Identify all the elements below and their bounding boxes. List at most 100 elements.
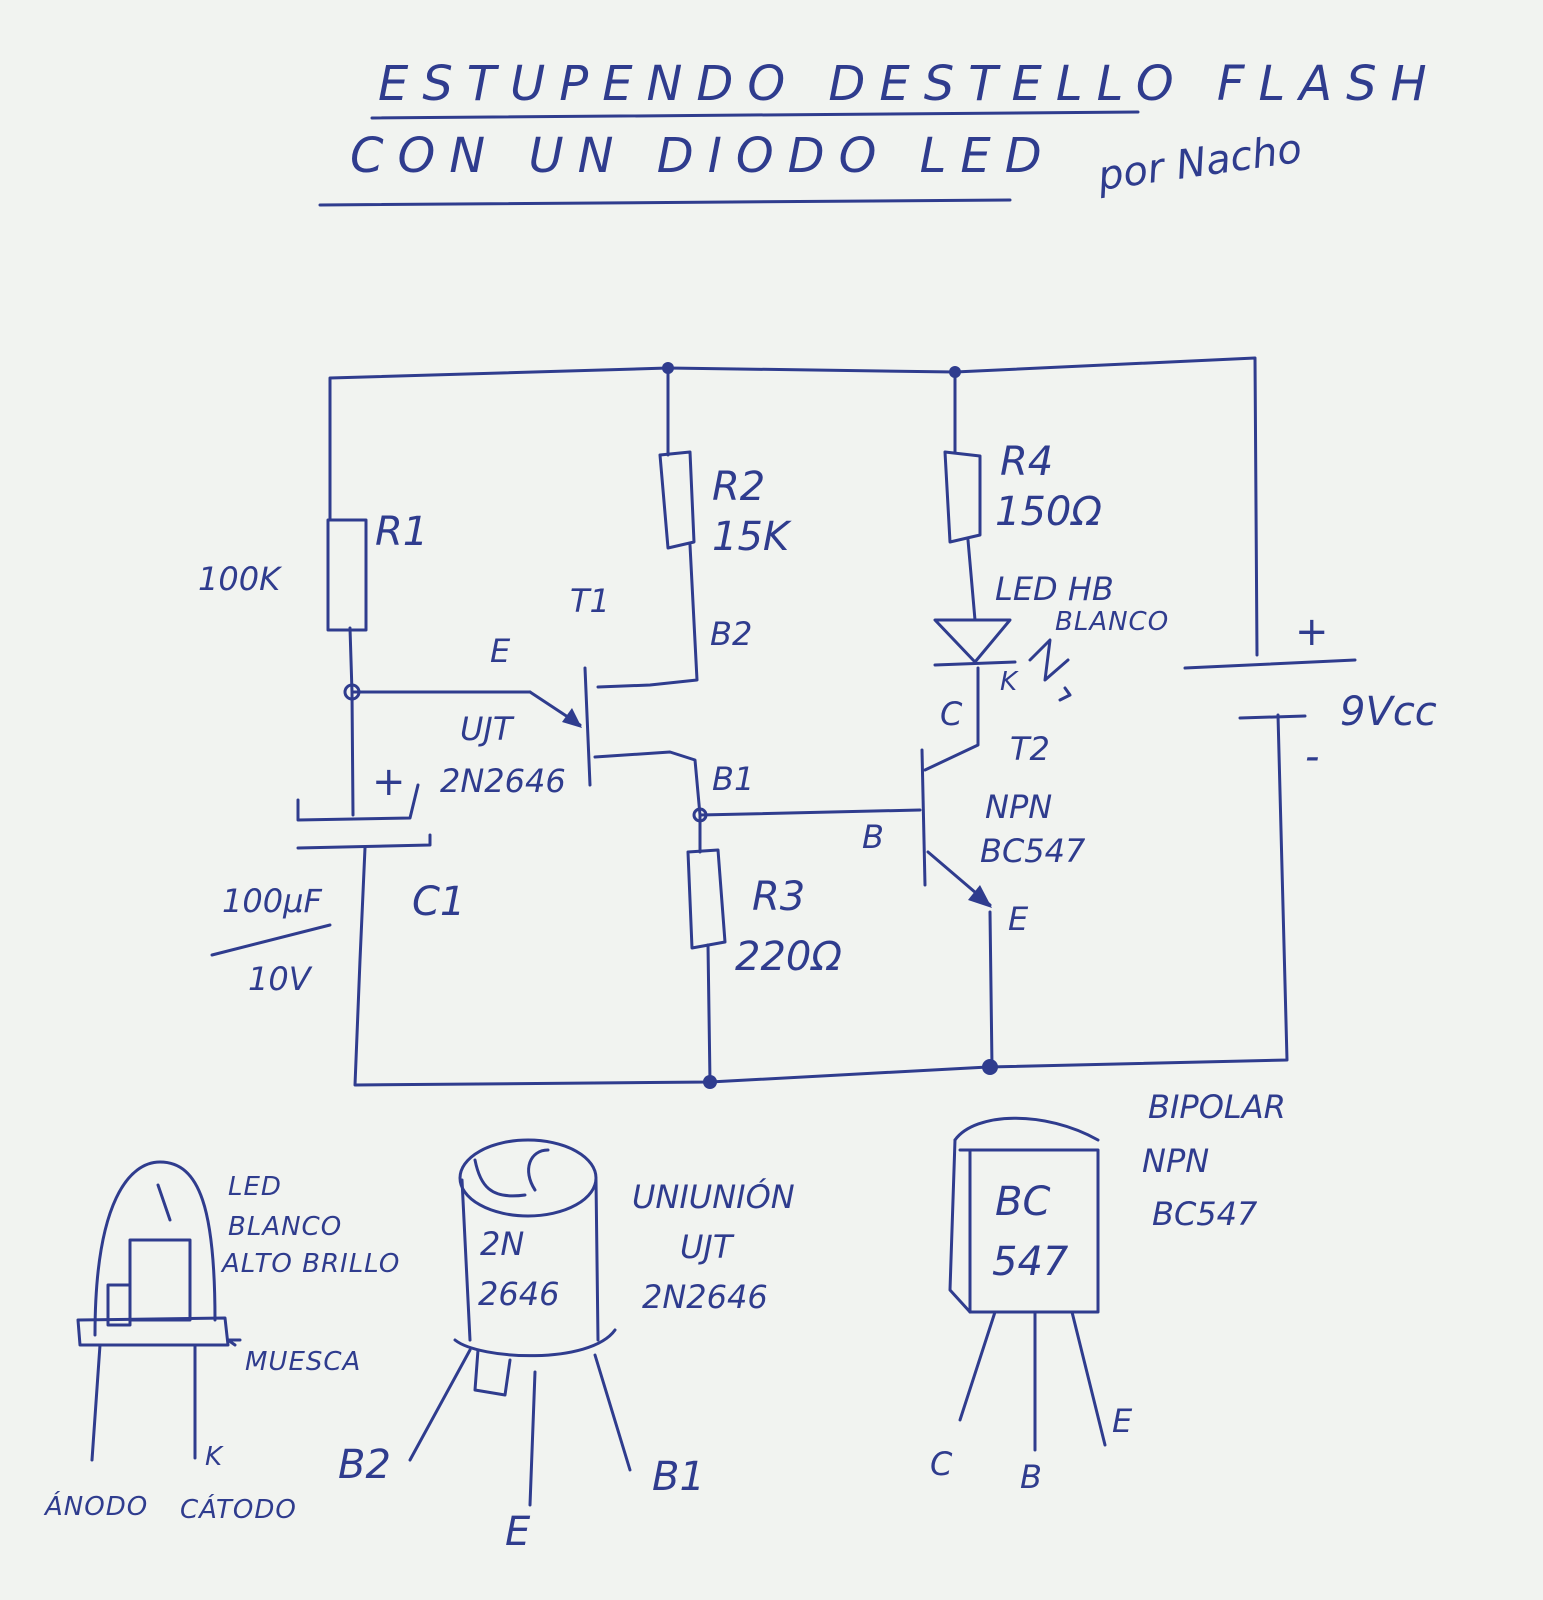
battery-voltage: 9Vcc xyxy=(1340,689,1437,735)
wire-c1-top xyxy=(350,690,355,817)
battery-plate-short xyxy=(1238,714,1307,720)
t1-model: 2N2646 xyxy=(440,762,566,800)
resistor-r2: R2 15K xyxy=(658,450,792,560)
ujt-can-highlight xyxy=(473,1158,527,1198)
bjt-top xyxy=(953,1116,1100,1142)
led-cathode-label: CÁTODO xyxy=(180,1493,297,1525)
junction-dot xyxy=(949,366,961,378)
wire-r4-bottom xyxy=(966,538,977,622)
bjt-pinout-drawing: BC 547 BIPOLAR NPN BC547 C B E xyxy=(930,1088,1286,1496)
c1-polarity: + xyxy=(372,759,406,805)
bjt-c-leg xyxy=(958,1310,997,1422)
c1-plate-top xyxy=(296,783,420,822)
led-anode-post xyxy=(106,1283,132,1327)
wire-top-rail xyxy=(328,356,1259,657)
t2-name: T2 xyxy=(1010,730,1050,768)
ujt-bar xyxy=(583,666,592,787)
bjt-c-label: C xyxy=(930,1445,953,1483)
led-pinout-drawing: LED BLANCO ALTO BRILLO MUESCA K ÁNODO CÁ… xyxy=(43,1160,400,1525)
led-dome xyxy=(93,1160,217,1337)
c1-value: 100µF xyxy=(222,882,322,920)
resistor-r4-body xyxy=(943,450,982,544)
wire-ujt-b1 xyxy=(593,750,702,817)
t2-e-pin: E xyxy=(1008,900,1029,938)
bjt-pinout-line1: BIPOLAR xyxy=(1148,1088,1286,1126)
title-line-2: CON UN DIODO LED xyxy=(350,128,1056,184)
wire-ujt-b2 xyxy=(596,543,699,689)
led-die-mark xyxy=(156,1183,172,1222)
r4-value: 150Ω xyxy=(995,489,1102,535)
led-notch-label: MUESCA xyxy=(245,1347,361,1377)
junction-dot xyxy=(343,683,361,701)
notch-arrow-icon xyxy=(226,1338,242,1347)
led-pinout-line2: BLANCO xyxy=(228,1212,342,1242)
ujt-arrow xyxy=(562,708,582,728)
bjt-pinout-line2: NPN xyxy=(1142,1142,1209,1180)
title-underline-1 xyxy=(370,110,1140,120)
ujt-e-label: E xyxy=(505,1509,531,1555)
battery-plate-long xyxy=(1183,658,1357,670)
bjt-body-line2: 547 xyxy=(992,1239,1069,1285)
bjt-body-line1: BC xyxy=(995,1179,1050,1225)
t2-type: NPN xyxy=(985,788,1052,826)
title-line-1: ESTUPENDO DESTELLO FLASH xyxy=(378,56,1441,112)
led-k-label: K xyxy=(205,1442,224,1472)
t1-name: T1 xyxy=(570,582,610,620)
r2-value: 15K xyxy=(712,514,792,560)
bjt-pinout-line3: BC547 xyxy=(1152,1195,1258,1233)
led-die-holder xyxy=(128,1238,192,1322)
npn-base-bar xyxy=(920,748,927,887)
ujt-can-rim xyxy=(453,1328,617,1358)
title-underline-2 xyxy=(318,198,1012,207)
ujt-pinout-drawing: 2N 2646 UNIUNIÓN UJT 2N2646 B2 E B1 xyxy=(338,1138,795,1555)
wire-r3-bottom xyxy=(706,943,712,1084)
bjt-face xyxy=(968,1148,1100,1314)
ujt-pinout-line1: UNIUNIÓN xyxy=(632,1177,795,1216)
led-flange xyxy=(76,1316,230,1347)
ujt-can-top xyxy=(458,1138,598,1218)
wire-t2-collector xyxy=(923,666,980,772)
t2-b-pin: B xyxy=(862,818,884,856)
junctions xyxy=(343,362,998,1089)
ujt-t1-symbol: T1 E B2 B1 UJT 2N2646 xyxy=(440,582,754,800)
ujt-can-right xyxy=(594,1178,600,1342)
resistor-r1-body xyxy=(326,518,368,632)
c1-name: C1 xyxy=(412,879,465,925)
bjt-curved-side xyxy=(948,1138,972,1314)
resistor-r2-body xyxy=(658,450,696,550)
junction-dot xyxy=(692,807,708,823)
r3-name: R3 xyxy=(752,874,805,920)
ujt-pinout-line2: UJT xyxy=(680,1228,735,1266)
ujt-body-line1: 2N xyxy=(480,1225,524,1263)
ujt-b2-label: B2 xyxy=(338,1442,391,1488)
author-signature: por Nacho xyxy=(1094,126,1305,200)
r1-name: R1 xyxy=(375,509,428,555)
t1-b2-pin: B2 xyxy=(710,615,752,653)
led-symbol: LED HB BLANCO K xyxy=(933,570,1168,702)
title-block: ESTUPENDO DESTELLO FLASH CON UN DIODO LE… xyxy=(318,56,1441,207)
led-light-arrow xyxy=(1028,638,1070,682)
c1-value-divider xyxy=(210,923,332,957)
led-bar xyxy=(933,660,1017,667)
ujt-tab xyxy=(473,1348,512,1397)
resistor-r3-body xyxy=(686,848,727,950)
npn-arrow xyxy=(968,885,992,908)
led-label: LED HB xyxy=(995,570,1114,608)
ujt-b2-leg xyxy=(408,1348,472,1462)
led-pinout-line3: ALTO BRILLO xyxy=(220,1249,400,1279)
battery-plus: + xyxy=(1295,609,1329,655)
led-anode-leg xyxy=(90,1343,102,1462)
r4-name: R4 xyxy=(1000,439,1053,485)
ujt-can-left xyxy=(460,1178,472,1342)
junction-dot xyxy=(703,1075,717,1089)
led-anode-label: ÁNODO xyxy=(43,1490,148,1522)
bjt-b-label: B xyxy=(1020,1458,1042,1496)
capacitor-c1: + C1 100µF 10V xyxy=(210,759,465,998)
wire-t2-base xyxy=(698,808,922,817)
c1-plate-bottom xyxy=(296,833,432,850)
ujt-pinout-line3: 2N2646 xyxy=(642,1278,768,1316)
r1-value: 100K xyxy=(198,560,283,598)
resistor-r1: R1 100K xyxy=(198,509,428,632)
